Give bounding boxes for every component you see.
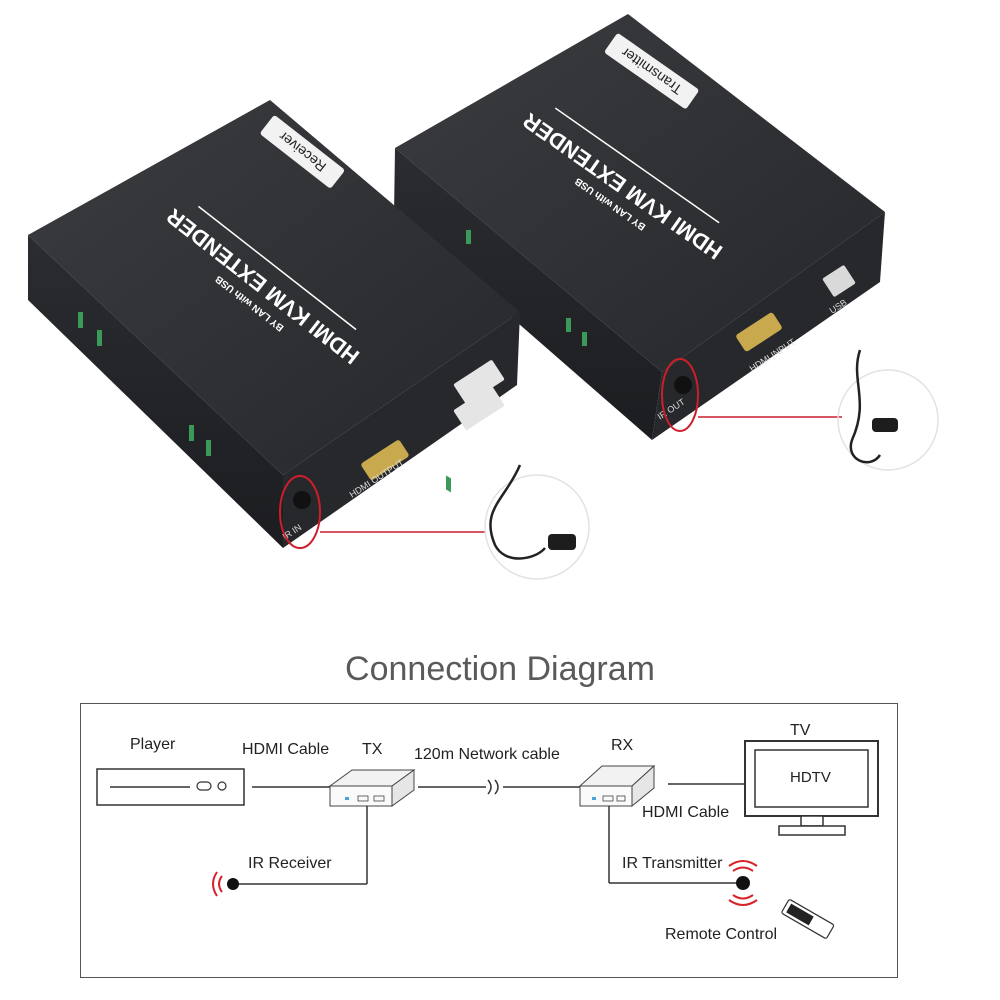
ir-tx-wave-top-2: [728, 860, 758, 867]
rx-usb-port-2: [453, 386, 505, 430]
label-player: Player: [130, 736, 176, 753]
label-hdtv: HDTV: [790, 769, 831, 786]
rx-led-3: [189, 425, 194, 441]
rx-usb-port-1: [453, 360, 505, 404]
ir-tx-wave-top-1: [732, 866, 754, 872]
rx-icon: [578, 764, 656, 808]
label-tv: TV: [790, 722, 811, 739]
tx-top-face: [395, 14, 885, 372]
rx-led-1: [78, 312, 83, 328]
rx-led-2: [97, 330, 102, 346]
network-break: [487, 779, 499, 795]
product-photo: Transmitter HDMI KVM EXTENDER BY LAN wit…: [28, 14, 939, 580]
tx-ir-cable: [849, 349, 882, 464]
diagram-title: Connection Diagram: [345, 650, 655, 688]
rx-ir-sensor: [548, 534, 576, 550]
tx-tag: [604, 33, 699, 109]
tx-led-1: [446, 475, 451, 493]
transmitter-device: Transmitter HDMI KVM EXTENDER BY LAN wit…: [394, 14, 939, 493]
rx-left-face: [28, 235, 283, 548]
tx-led-3: [566, 318, 571, 332]
rx-hdmi-port: [361, 440, 409, 480]
tv-screen: [754, 749, 869, 808]
rx-led-4: [206, 440, 211, 456]
rx-top-face: [28, 100, 520, 475]
remote-control-icon: [781, 899, 835, 939]
tx-icon: [328, 769, 416, 807]
tv-stand: [778, 825, 846, 836]
rx-ir-cable: [489, 464, 546, 560]
tx-ir-callout: [837, 369, 939, 471]
label-remote-control: Remote Control: [665, 926, 778, 943]
label-tx: TX: [362, 741, 383, 758]
tx-usb-port: [822, 265, 856, 297]
diagram-frame: [80, 703, 898, 978]
tx-left-face: [394, 148, 662, 440]
tv-neck: [800, 815, 824, 827]
rx-tag: [260, 115, 345, 188]
label-network: 120m Network cable: [414, 746, 560, 763]
rx-ir-jack: [293, 491, 311, 509]
player-knob: [217, 781, 227, 791]
label-ir-transmitter: IR Transmitter: [622, 855, 723, 872]
ir-receiver-wave-2: [212, 871, 218, 897]
label-ir-receiver: IR Receiver: [248, 855, 332, 872]
tx-led-2: [466, 230, 471, 244]
ir-tx-wave-bot-1: [732, 894, 754, 900]
rx-ir-callout: [484, 474, 590, 580]
tx-ir-jack: [674, 376, 692, 394]
tx-hdmi-port: [736, 312, 782, 352]
label-rx: RX: [611, 737, 634, 754]
tx-ir-highlight: [661, 358, 699, 432]
tx-led-4: [582, 332, 587, 346]
rx-ir-highlight: [279, 475, 321, 549]
label-hdmi-cable-2: HDMI Cable: [642, 804, 730, 821]
receiver-device: Receiver HDMI KVM EXTENDER BY LAN with U…: [28, 100, 590, 580]
ir-receiver-wave-1: [218, 875, 223, 893]
rx-front-face: [283, 312, 520, 548]
ir-transmitter-icon: [736, 876, 750, 890]
ir-receiver-icon: [227, 878, 239, 890]
label-hdmi-cable-1: HDMI Cable: [242, 741, 330, 758]
ir-tx-wave-bot-2: [728, 899, 758, 906]
player-button: [196, 781, 212, 791]
tx-ir-sensor: [872, 418, 898, 432]
